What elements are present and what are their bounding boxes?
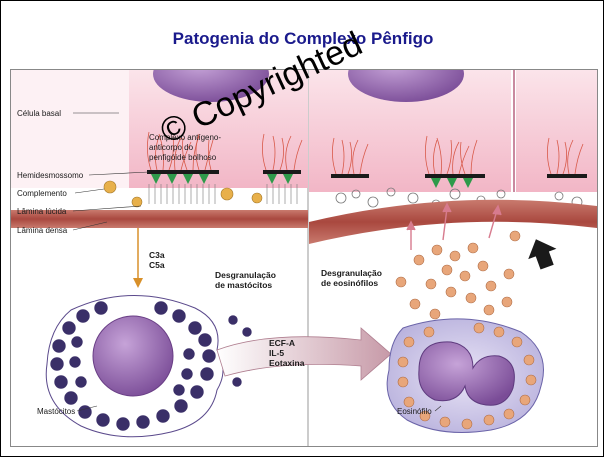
basal-cell-right-2	[516, 70, 597, 192]
basal-cell-nucleus-left	[153, 70, 269, 102]
label-lamina-densa: Lâmina densa	[17, 226, 68, 235]
label-complexo-1: Complexo antígeno-	[149, 133, 221, 142]
label-complexo-2: anticorpo do	[149, 143, 194, 152]
pathogenesis-illustration: Célula basal Complexo antígeno- anticorp…	[11, 70, 597, 446]
hemidesmosomes-left	[147, 170, 301, 184]
illustration-panel: Célula basal Complexo antígeno- anticorp…	[10, 69, 598, 447]
label-degr-mast-1: Desgranulação	[215, 270, 276, 280]
eosinophil-nucleus	[418, 341, 515, 406]
label-eotaxina: Eotaxina	[269, 358, 305, 368]
left-labels: Célula basal Complexo antígeno- anticorp…	[17, 109, 221, 235]
label-lamina-lucida: Lâmina lúcida	[17, 207, 67, 216]
label-hemidesmossomo: Hemidesmossomo	[17, 171, 84, 180]
label-ecf-a: ECF-A	[269, 338, 295, 348]
label-mastocitos: Mastócitos	[37, 407, 75, 416]
mediator-arrow	[216, 327, 392, 381]
basal-cell-right	[309, 70, 511, 192]
label-eosinofilo: Eosinófilo	[397, 407, 432, 416]
label-degr-eos-1: Desgranulação	[321, 268, 382, 278]
eosinophil-granules	[397, 322, 537, 430]
hemidesmosomes-right	[331, 174, 587, 188]
lamina-densa-left	[11, 210, 308, 228]
label-il5: IL-5	[269, 348, 284, 358]
basal-cell-nucleus-right	[348, 70, 464, 102]
downward-arrow-icon	[528, 239, 557, 270]
label-c5a: C5a	[149, 260, 165, 270]
label-complemento: Complemento	[17, 189, 67, 198]
label-celula-basal: Célula basal	[17, 109, 61, 118]
label-degr-eos-2: de eosinófilos	[321, 278, 378, 288]
mast-cell-nucleus	[92, 315, 174, 397]
released-eos-granules	[395, 230, 521, 320]
mast-cell-granules	[49, 300, 217, 432]
slide-title: Patogenia do Complexo Pênfigo	[172, 29, 434, 48]
label-c3a: C3a	[149, 250, 165, 260]
complement-particles-left	[103, 180, 263, 208]
lamina-densa-right	[309, 199, 597, 244]
tonofilaments-right	[332, 135, 584, 175]
tonofilaments-left	[147, 131, 303, 171]
eos-release-arrows	[406, 202, 502, 250]
label-complexo-3: penfigóide bolhoso	[149, 153, 217, 162]
anchoring-filaments-left	[148, 184, 298, 204]
label-degr-mast-2: de mastócitos	[215, 280, 272, 290]
basal-cell-left-edge	[11, 70, 129, 188]
